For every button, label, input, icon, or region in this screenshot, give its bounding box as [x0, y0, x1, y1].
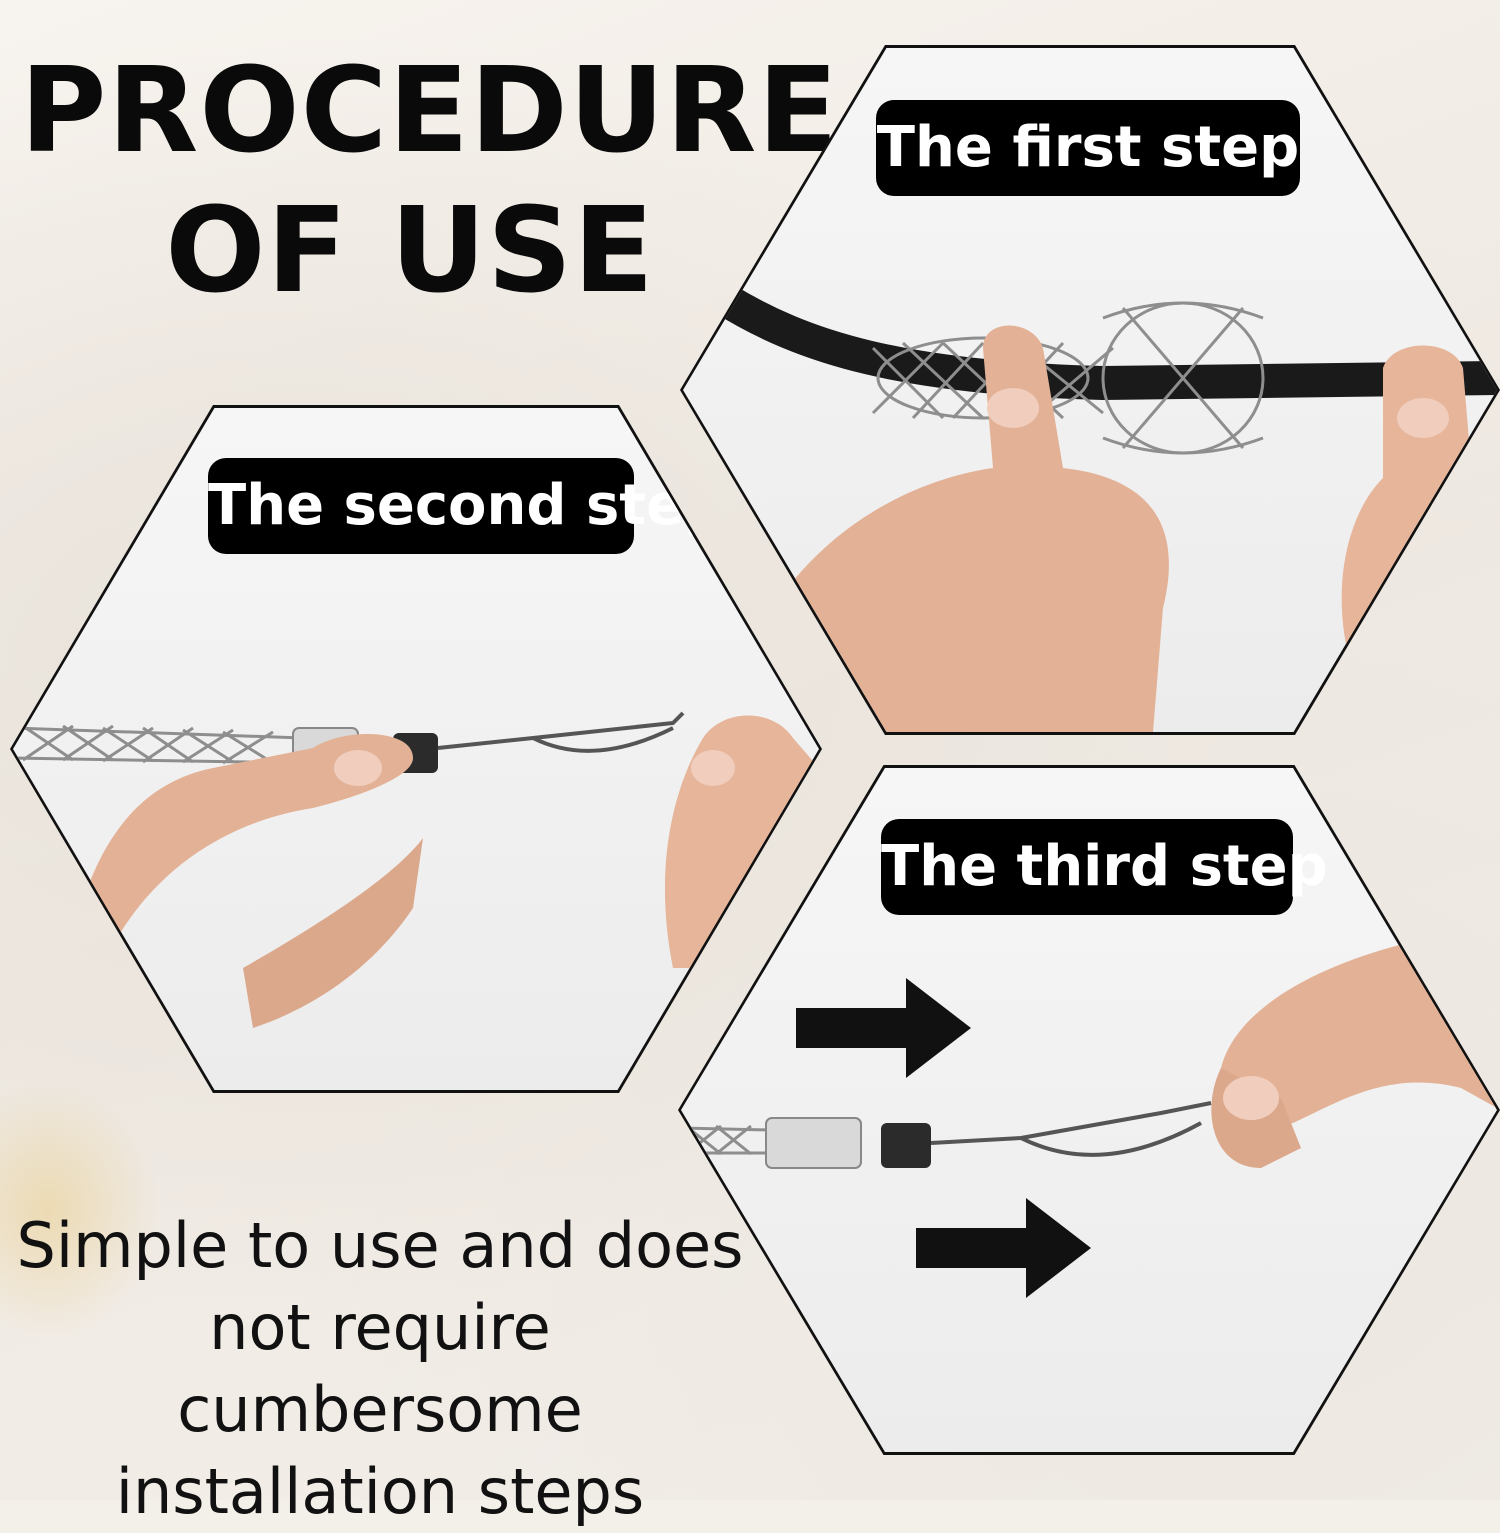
- arrow-right-icon: [796, 978, 971, 1078]
- step-3-label: The third step: [881, 819, 1328, 915]
- thumbnail: [1397, 398, 1449, 438]
- left-hand: [53, 734, 413, 1090]
- background-blur: [0, 1080, 160, 1340]
- arrow-right-icon: [916, 1198, 1091, 1298]
- caption: Simple to use and does not require cumbe…: [0, 1205, 760, 1533]
- thumbnail: [691, 750, 735, 786]
- caption-line-1: Simple to use and does: [16, 1209, 744, 1282]
- step-1-label: The first step: [876, 100, 1300, 196]
- thumbnail: [987, 388, 1039, 428]
- step-2-label: The second step: [208, 458, 724, 554]
- snap-hook: [930, 1101, 1212, 1157]
- caption-line-3: installation steps: [115, 1455, 645, 1528]
- ferrule: [765, 1117, 862, 1169]
- left-thumb: [243, 838, 423, 1028]
- page-title-line-2: OF USE: [165, 181, 655, 319]
- snap-hook: [437, 711, 685, 753]
- page-title-line-1: PROCEDURE: [20, 41, 840, 179]
- mesh-grip: [13, 724, 304, 765]
- black-cable: [706, 281, 1497, 401]
- page-title: PROCEDURE OF USE: [20, 40, 840, 320]
- swivel: [881, 1123, 931, 1168]
- thumbnail: [334, 750, 382, 786]
- thumbnail: [1223, 1076, 1279, 1120]
- mesh-grip: [871, 301, 1265, 455]
- left-hand: [773, 325, 1169, 732]
- caption-line-2: not require cumbersome: [177, 1291, 583, 1446]
